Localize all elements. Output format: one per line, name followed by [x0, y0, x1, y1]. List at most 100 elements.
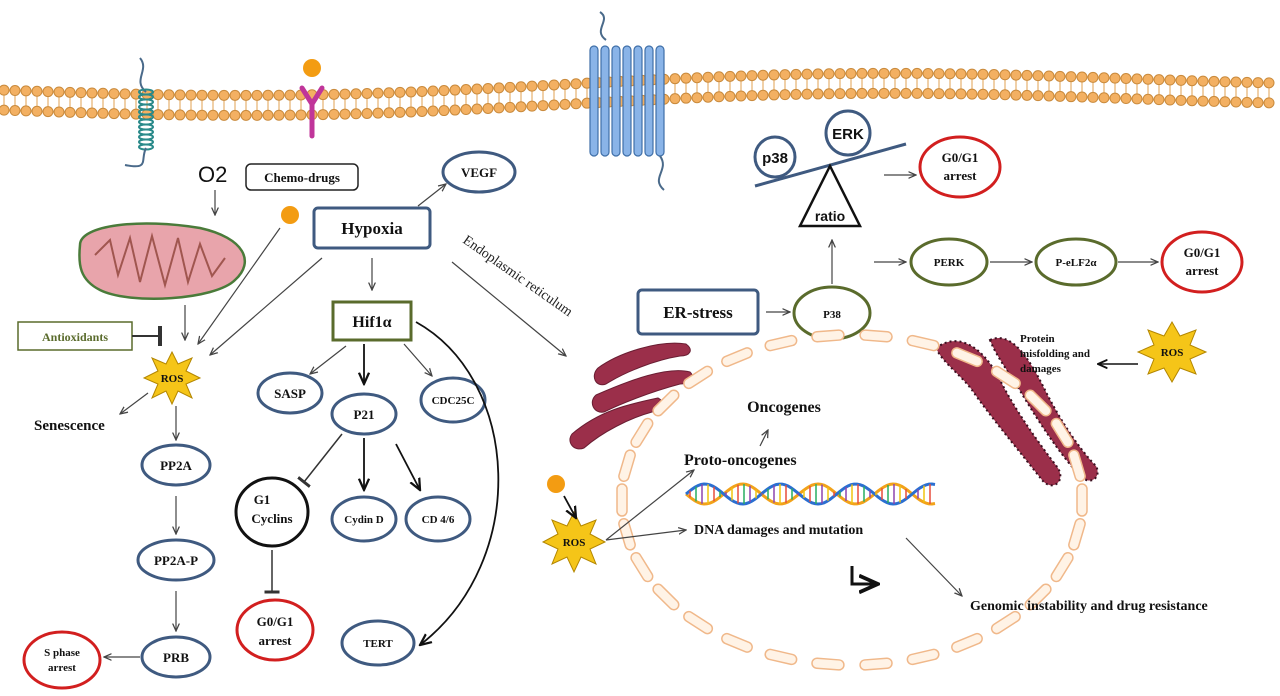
lipid-head: [691, 92, 703, 104]
lipid-head: [570, 98, 582, 110]
gpcr-receptor-icon: [589, 11, 665, 191]
lipid-head: [713, 91, 725, 103]
lipid-head: [548, 79, 560, 91]
lipid-head: [801, 68, 813, 80]
lipid-head: [515, 81, 527, 93]
lipid-head: [1230, 96, 1242, 108]
lipid-head: [317, 109, 329, 121]
lipid-head: [878, 67, 890, 79]
lipid-head: [1197, 75, 1209, 87]
lipid-head: [64, 106, 76, 118]
lipid-head: [174, 89, 186, 101]
nuclear-pore-segment: [652, 389, 680, 417]
lipid-head: [1263, 77, 1275, 89]
lipid-head: [207, 109, 219, 121]
pp2a-node: [140, 443, 212, 487]
lipid-head: [1164, 94, 1176, 106]
lipid-head: [394, 106, 406, 118]
lipid-head: [482, 102, 494, 114]
tert-node: [340, 619, 416, 667]
lipid-head: [97, 107, 109, 119]
hypoxia-box: [312, 206, 432, 250]
lipid-head: [526, 80, 538, 92]
lipid-head: [955, 88, 967, 100]
lipid-head: [9, 85, 21, 97]
nuclear-pore-segment: [721, 347, 753, 368]
lipid-head: [97, 87, 109, 99]
nuclear-pore-segment: [618, 449, 636, 482]
nuclear-pore-segment: [764, 648, 798, 666]
lipid-head: [548, 99, 560, 111]
lipid-head: [1010, 69, 1022, 81]
ros-star-left: [142, 350, 202, 406]
cyclin-d-node: [330, 495, 398, 543]
gpcr-helix: [600, 45, 610, 157]
gpcr-helix: [633, 45, 643, 157]
drug-dot-nucleus: [547, 475, 565, 493]
lipid-head: [977, 88, 989, 100]
lipid-head: [185, 89, 197, 101]
lipid-head: [1065, 71, 1077, 83]
tert-label: TERT: [363, 638, 393, 650]
p38-node-label: P38: [823, 309, 841, 321]
pp2a-p-node: [136, 538, 216, 582]
lipid-head: [438, 85, 450, 97]
lipid-head: [966, 68, 978, 80]
ros-right-label: ROS: [1161, 347, 1184, 359]
lipid-head: [350, 108, 362, 120]
lipid-head: [955, 68, 967, 80]
lipid-head: [152, 109, 164, 121]
lipid-head: [240, 89, 252, 101]
lipid-head: [1186, 95, 1198, 107]
lipid-head: [405, 106, 417, 118]
lipid-head: [900, 67, 912, 79]
p-elf2a-node: [1034, 237, 1118, 287]
lipid-head: [119, 108, 131, 120]
lipid-head: [1021, 69, 1033, 81]
lipid-head: [207, 89, 219, 101]
lipid-head: [1252, 97, 1264, 109]
nuclear-pore-segment: [990, 365, 1021, 390]
lipid-head: [1131, 73, 1143, 85]
pp2a-label: PP2A: [160, 458, 192, 473]
endoplasmic-reticulum-icon: [569, 342, 693, 450]
cd46-label: CD 4/6: [422, 514, 455, 526]
lipid-head: [713, 71, 725, 83]
nuclear-pore-segment: [1076, 483, 1088, 517]
lipid-head: [31, 105, 43, 117]
lipid-head: [735, 90, 747, 102]
cdc25c-node: [419, 376, 487, 424]
gpcr-c-terminus: [657, 155, 665, 191]
lipid-head: [944, 68, 956, 80]
lipid-head: [724, 70, 736, 82]
lipid-head: [1087, 71, 1099, 83]
lipid-head: [790, 68, 802, 80]
lipid-head: [438, 105, 450, 117]
lipid-head: [559, 98, 571, 110]
lipid-head: [471, 103, 483, 115]
nuclear-pore-segment: [1068, 449, 1086, 482]
lipid-head: [196, 89, 208, 101]
lipid-head: [1153, 94, 1165, 106]
nuclear-pore-segment: [764, 334, 798, 352]
nuclear-pore-segment: [1068, 518, 1086, 551]
lipid-head: [856, 67, 868, 79]
lipid-head: [1208, 95, 1220, 107]
nuclear-pore-segment: [683, 365, 714, 390]
nuclear-pore-segment: [990, 610, 1021, 635]
ratio-label: ratio: [815, 208, 845, 224]
hif1a-label: Hif1α: [352, 314, 391, 331]
lipid-head: [1219, 76, 1231, 88]
cdc25c-label: CDC25C: [432, 395, 475, 407]
lipid-head: [845, 87, 857, 99]
lipid-head: [823, 68, 835, 80]
p38-erk-balance-icon: [753, 109, 907, 228]
senescence-label: Senescence: [34, 418, 105, 434]
lipid-head: [361, 87, 373, 99]
lipid-head: [86, 107, 98, 119]
lipid-head: [988, 89, 1000, 101]
lipid-head: [9, 105, 21, 117]
protein-label-2: misfolding and: [1020, 348, 1090, 360]
lipid-head: [1032, 70, 1044, 82]
